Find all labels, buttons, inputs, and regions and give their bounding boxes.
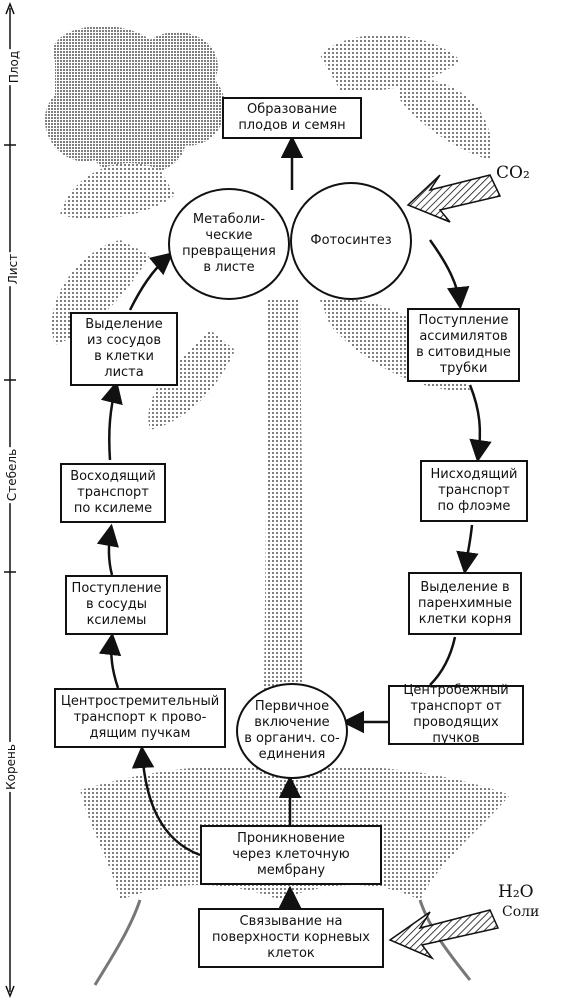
node-fruit-formation: Образование плодов и семян bbox=[222, 97, 362, 139]
side-label-stem: Стебель bbox=[5, 446, 20, 504]
node-photosynthesis-text: Фотосинтез bbox=[310, 233, 392, 248]
node-binding-text: Связывание на поверхности корневых клето… bbox=[212, 914, 370, 961]
flow-arrows bbox=[96, 135, 492, 908]
leaf-upper-left bbox=[60, 162, 175, 219]
side-label-fruit: Плод bbox=[7, 48, 22, 86]
node-membrane: Проникновение через клеточную мембрану bbox=[200, 825, 382, 885]
fruit-cluster bbox=[44, 26, 226, 176]
water-arrow bbox=[388, 909, 500, 960]
node-metabolic: Метаболи- ческие превращения в листе bbox=[168, 188, 290, 300]
node-xylem-entry: Поступление в сосуды ксилемы bbox=[65, 575, 168, 635]
node-xylem-release-text: Выделение из сосудов в клетки листа bbox=[85, 317, 163, 380]
leaf-right bbox=[400, 78, 492, 160]
side-label-root: Корень bbox=[3, 742, 18, 792]
node-fruit-formation-text: Образование плодов и семян bbox=[238, 102, 346, 133]
node-membrane-text: Проникновение через клеточную мембрану bbox=[232, 831, 350, 878]
salts-label: Соли bbox=[502, 904, 540, 920]
h2o-label: H₂O bbox=[498, 882, 534, 902]
leaf-upper-right bbox=[320, 34, 460, 91]
node-phloem-transport-text: Нисходящий транспорт по флоэме bbox=[430, 467, 518, 514]
node-metabolic-text: Метаболи- ческие превращения в листе bbox=[182, 212, 276, 275]
node-centrifugal: Центробежный транспорт от проводящих пуч… bbox=[388, 683, 524, 746]
node-xylem-transport: Восходящий транспорт по ксилеме bbox=[60, 463, 166, 523]
node-centripetal-text: Центростремительный транспорт к прово- д… bbox=[60, 694, 220, 741]
node-assimilate-entry-text: Поступление ассимилятов в ситовидные тру… bbox=[416, 313, 511, 376]
node-centripetal: Центростремительный транспорт к прово- д… bbox=[54, 688, 226, 748]
node-assimilate-entry: Поступление ассимилятов в ситовидные тру… bbox=[407, 308, 520, 382]
node-xylem-entry-text: Поступление в сосуды ксилемы bbox=[71, 581, 162, 628]
node-centrifugal-text: Центробежный транспорт от проводящих пуч… bbox=[403, 683, 509, 746]
node-photosynthesis: Фотосинтез bbox=[290, 182, 412, 300]
co2-label: CO₂ bbox=[496, 163, 530, 183]
side-label-leaf: Лист bbox=[6, 251, 21, 287]
node-xylem-release: Выделение из сосудов в клетки листа bbox=[70, 312, 178, 386]
node-primary-inclusion-text: Первичное включение в органич. со- едине… bbox=[244, 699, 340, 762]
co2-arrow bbox=[406, 174, 502, 223]
node-binding: Связывание на поверхности корневых клето… bbox=[198, 908, 384, 968]
node-root-release-text: Выделение в паренхимные клетки корня bbox=[418, 579, 512, 627]
node-xylem-transport-text: Восходящий транспорт по ксилеме bbox=[70, 469, 156, 516]
node-primary-inclusion: Первичное включение в органич. со- едине… bbox=[236, 683, 348, 779]
stem bbox=[264, 300, 304, 700]
leaf-lower-left bbox=[148, 330, 235, 430]
root-strand-left bbox=[93, 899, 142, 986]
node-root-release: Выделение в паренхимные клетки корня bbox=[408, 572, 522, 635]
node-phloem-transport: Нисходящий транспорт по флоэме bbox=[420, 460, 528, 522]
root-strand-right bbox=[418, 899, 472, 981]
